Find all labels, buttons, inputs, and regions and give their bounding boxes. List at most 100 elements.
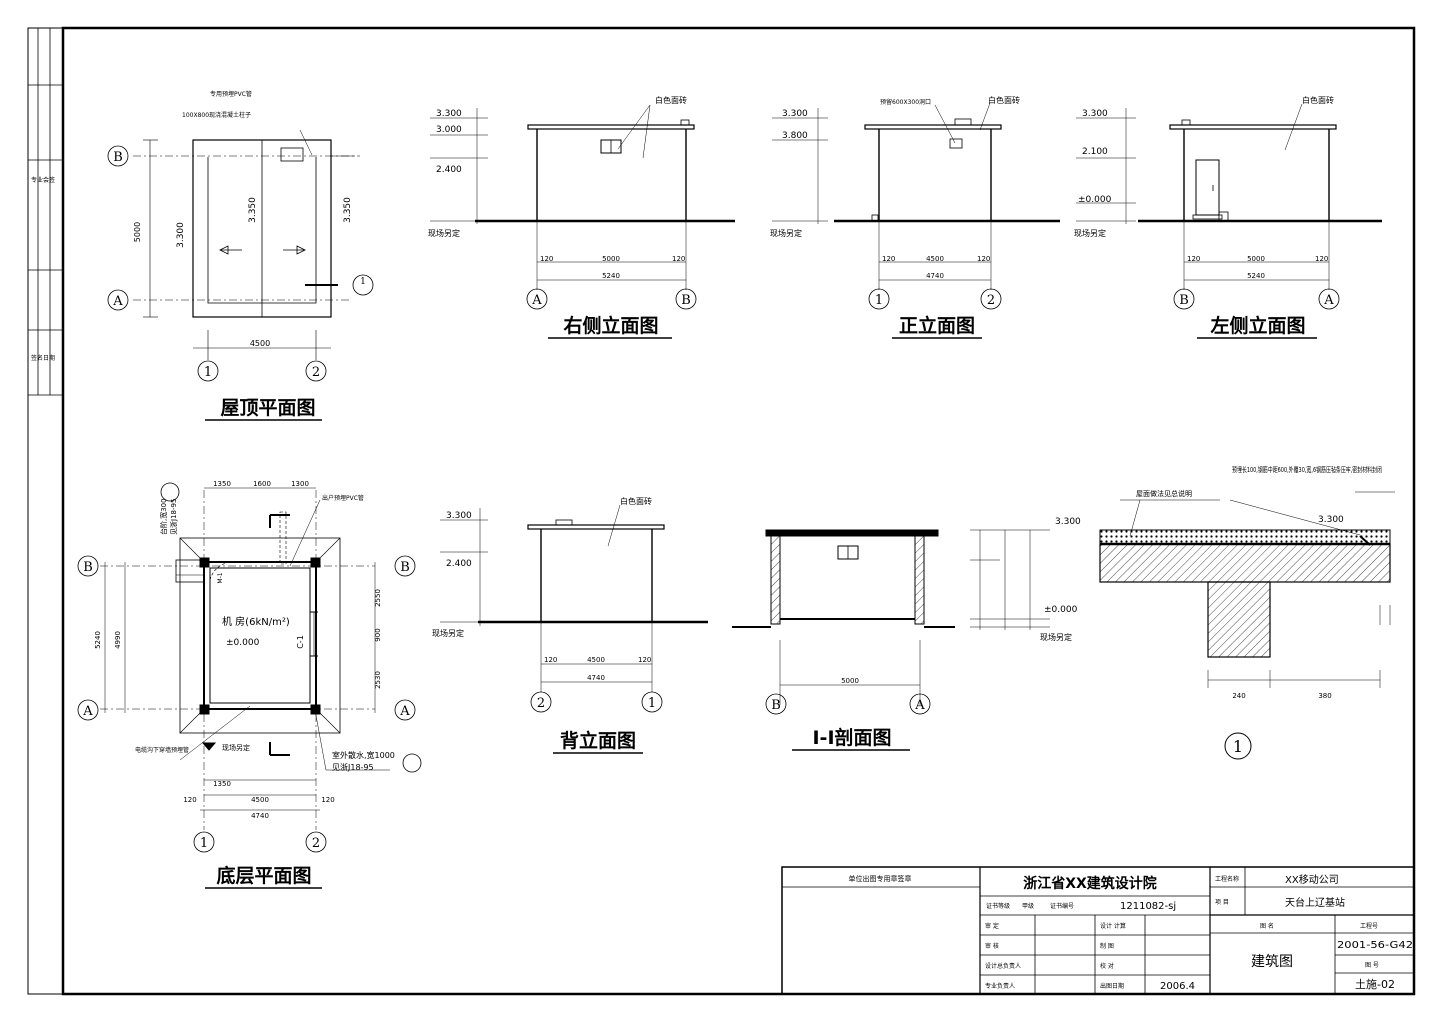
- section-i-i: [732, 529, 1050, 705]
- ground-cable-note: 电缆沟下穿墙预埋管: [135, 746, 189, 754]
- front-elevation: [772, 102, 1060, 290]
- roof-plan-title: 屋顶平面图: [220, 397, 315, 419]
- roof-arrow-right-head: [296, 245, 306, 255]
- roof-note-pvc: 专用预埋PVC管: [210, 90, 252, 98]
- ground-dim-120b: 120: [321, 796, 334, 804]
- ground-steps-ref: 见浙J18-95: [169, 499, 178, 535]
- grid-bubble-2-front-elev: [980, 288, 1002, 310]
- right-elev-dim-inner: 5000: [602, 255, 620, 263]
- front-elev-opening: [949, 138, 963, 149]
- left-elevation: [1076, 103, 1382, 290]
- section-level-0000: ±0.000: [1044, 605, 1078, 615]
- right-elev-tile-note: 白色面砖: [655, 95, 687, 105]
- ground-dim-1300: 1300: [291, 480, 309, 488]
- left-elev-door: [1195, 159, 1220, 216]
- tb-col-1: 设计 计算: [1100, 922, 1126, 930]
- ground-dim-4990: 4990: [114, 631, 122, 649]
- grid-label-1-front-elev: 1: [875, 293, 883, 308]
- ground-dim-900: 900: [374, 628, 382, 641]
- section-level-3300: 3.300: [1055, 517, 1081, 527]
- title-block: [781, 866, 1415, 995]
- front-elev-level-3800: 3.800: [782, 131, 808, 141]
- ground-dim-2550: 2550: [374, 589, 382, 607]
- tb-seal-label: 单位出图专用章签章: [849, 874, 912, 883]
- front-elev-dim-inner: 4500: [926, 255, 944, 263]
- tb-sheet-no: 土施-02: [1355, 978, 1395, 991]
- front-elev-opening-note: 预留600X300洞口: [880, 98, 931, 106]
- grid-bubble-b-right-elev: [675, 288, 697, 310]
- ground-door-m1: M-1: [217, 572, 224, 583]
- front-elev-dim-120a: 120: [882, 255, 895, 263]
- ground-plan: [100, 487, 390, 830]
- grid-bubble-2-back-elev: [530, 691, 552, 713]
- grid-label-a-ground-left: A: [82, 704, 93, 719]
- tb-item-label: 项 目: [1215, 899, 1229, 906]
- detail-dim-240: 240: [1232, 692, 1245, 700]
- grid-label-a-roof: A: [112, 294, 123, 309]
- right-elevation: [430, 104, 735, 290]
- section-mark-bubble: [352, 274, 374, 296]
- back-elev-level-3400: 2.400: [446, 559, 472, 569]
- grid-label-b-ground-left: B: [83, 560, 93, 575]
- left-elev-level-2100: 2.100: [1082, 147, 1108, 157]
- grid-label-2-front-elev: 2: [987, 293, 995, 308]
- ground-dim-4500: 4500: [251, 796, 269, 804]
- right-elev-site-note: 现场另定: [428, 228, 460, 238]
- back-elev-dim-120a: 120: [544, 656, 557, 664]
- grid-bubble-a-roof: [107, 289, 129, 311]
- section-title: I-I剖面图: [812, 726, 891, 749]
- grid-label-2-ground: 2: [312, 836, 320, 851]
- left-elev-dim-120a: 120: [1187, 255, 1200, 263]
- tb-item: 天台上辽基站: [1285, 896, 1345, 909]
- detail-1-bubble: [1224, 732, 1252, 760]
- detail-1-number: 1: [1233, 737, 1243, 756]
- ground-dim-1350b: 1350: [213, 780, 231, 788]
- front-elev-title: 正立面图: [899, 314, 975, 337]
- tb-sheet-label: 图 号: [1365, 962, 1379, 969]
- grid-label-a-right-elev: A: [531, 293, 542, 308]
- grid-bubble-a-left-elev: [1318, 288, 1340, 310]
- right-elev-dim-120b: 120: [672, 255, 685, 263]
- ground-pvc-note: 出户预埋PVC管: [322, 494, 364, 502]
- tb-dwg-label: 图 名: [1260, 922, 1274, 930]
- roof-note-column: 100X800现浇混凝土柱子: [182, 111, 251, 119]
- tb-job-no: 2001-56-G42: [1337, 940, 1413, 951]
- ground-site-note: 现场另定: [222, 743, 250, 752]
- strip-label-a: 专业: [31, 176, 43, 184]
- roof-slope-level-1: 3.300: [176, 222, 186, 248]
- tb-col-3: 校 对: [1100, 962, 1114, 970]
- detail-ref-bubble-top: [160, 482, 180, 502]
- detail-level-3300: 3.300: [1318, 515, 1344, 525]
- ground-window-c1: C-1: [296, 635, 305, 649]
- roof-slope-level-3: 3.350: [343, 197, 353, 223]
- tb-proj-name: XX移动公司: [1285, 873, 1339, 886]
- detail-note-1: 预埋长100,钢筋中距600,外覆30,宽,6钢筋压毡条压牢,密封材料封闭: [1232, 465, 1382, 474]
- right-elev-level-3000: 3.000: [436, 125, 462, 135]
- front-elev-dim-120b: 120: [977, 255, 990, 263]
- roof-plan: [133, 129, 360, 360]
- grid-label-a-section: A: [914, 698, 925, 713]
- ground-plan-wall-inner: [209, 567, 311, 704]
- grid-label-2-roof: 2: [312, 365, 320, 380]
- front-elev-dim-total: 4740: [926, 272, 944, 280]
- section-mark-number: 1: [360, 277, 366, 287]
- ground-apron-ref: 见浙J18-95: [332, 762, 374, 772]
- ground-dim-5240: 5240: [94, 631, 102, 649]
- tb-cert-no-label: 证书编号: [1050, 902, 1074, 910]
- ground-dim-120a: 120: [183, 796, 196, 804]
- left-elev-level-3300: 3.300: [1082, 109, 1108, 119]
- ground-apron-note: 室外散水,宽1000: [332, 750, 395, 760]
- ground-steps-note: 台阶,宽300: [159, 498, 168, 535]
- grid-label-1-ground: 1: [200, 836, 208, 851]
- grid-label-2-back-elev: 2: [537, 696, 545, 711]
- grid-bubble-b-ground-left: [77, 555, 99, 577]
- back-elev-level-3300: 3.300: [446, 511, 472, 521]
- ground-dim-1600: 1600: [253, 480, 271, 488]
- tb-col-4: 出图日期: [1100, 982, 1124, 990]
- tb-cert-label: 证书等级: [986, 902, 1010, 910]
- grid-bubble-1-front-elev: [868, 288, 890, 310]
- ground-room-level: ±0.000: [226, 638, 260, 648]
- left-elev-level-0000: ±0.000: [1078, 195, 1112, 205]
- left-binding-strip: [28, 28, 63, 396]
